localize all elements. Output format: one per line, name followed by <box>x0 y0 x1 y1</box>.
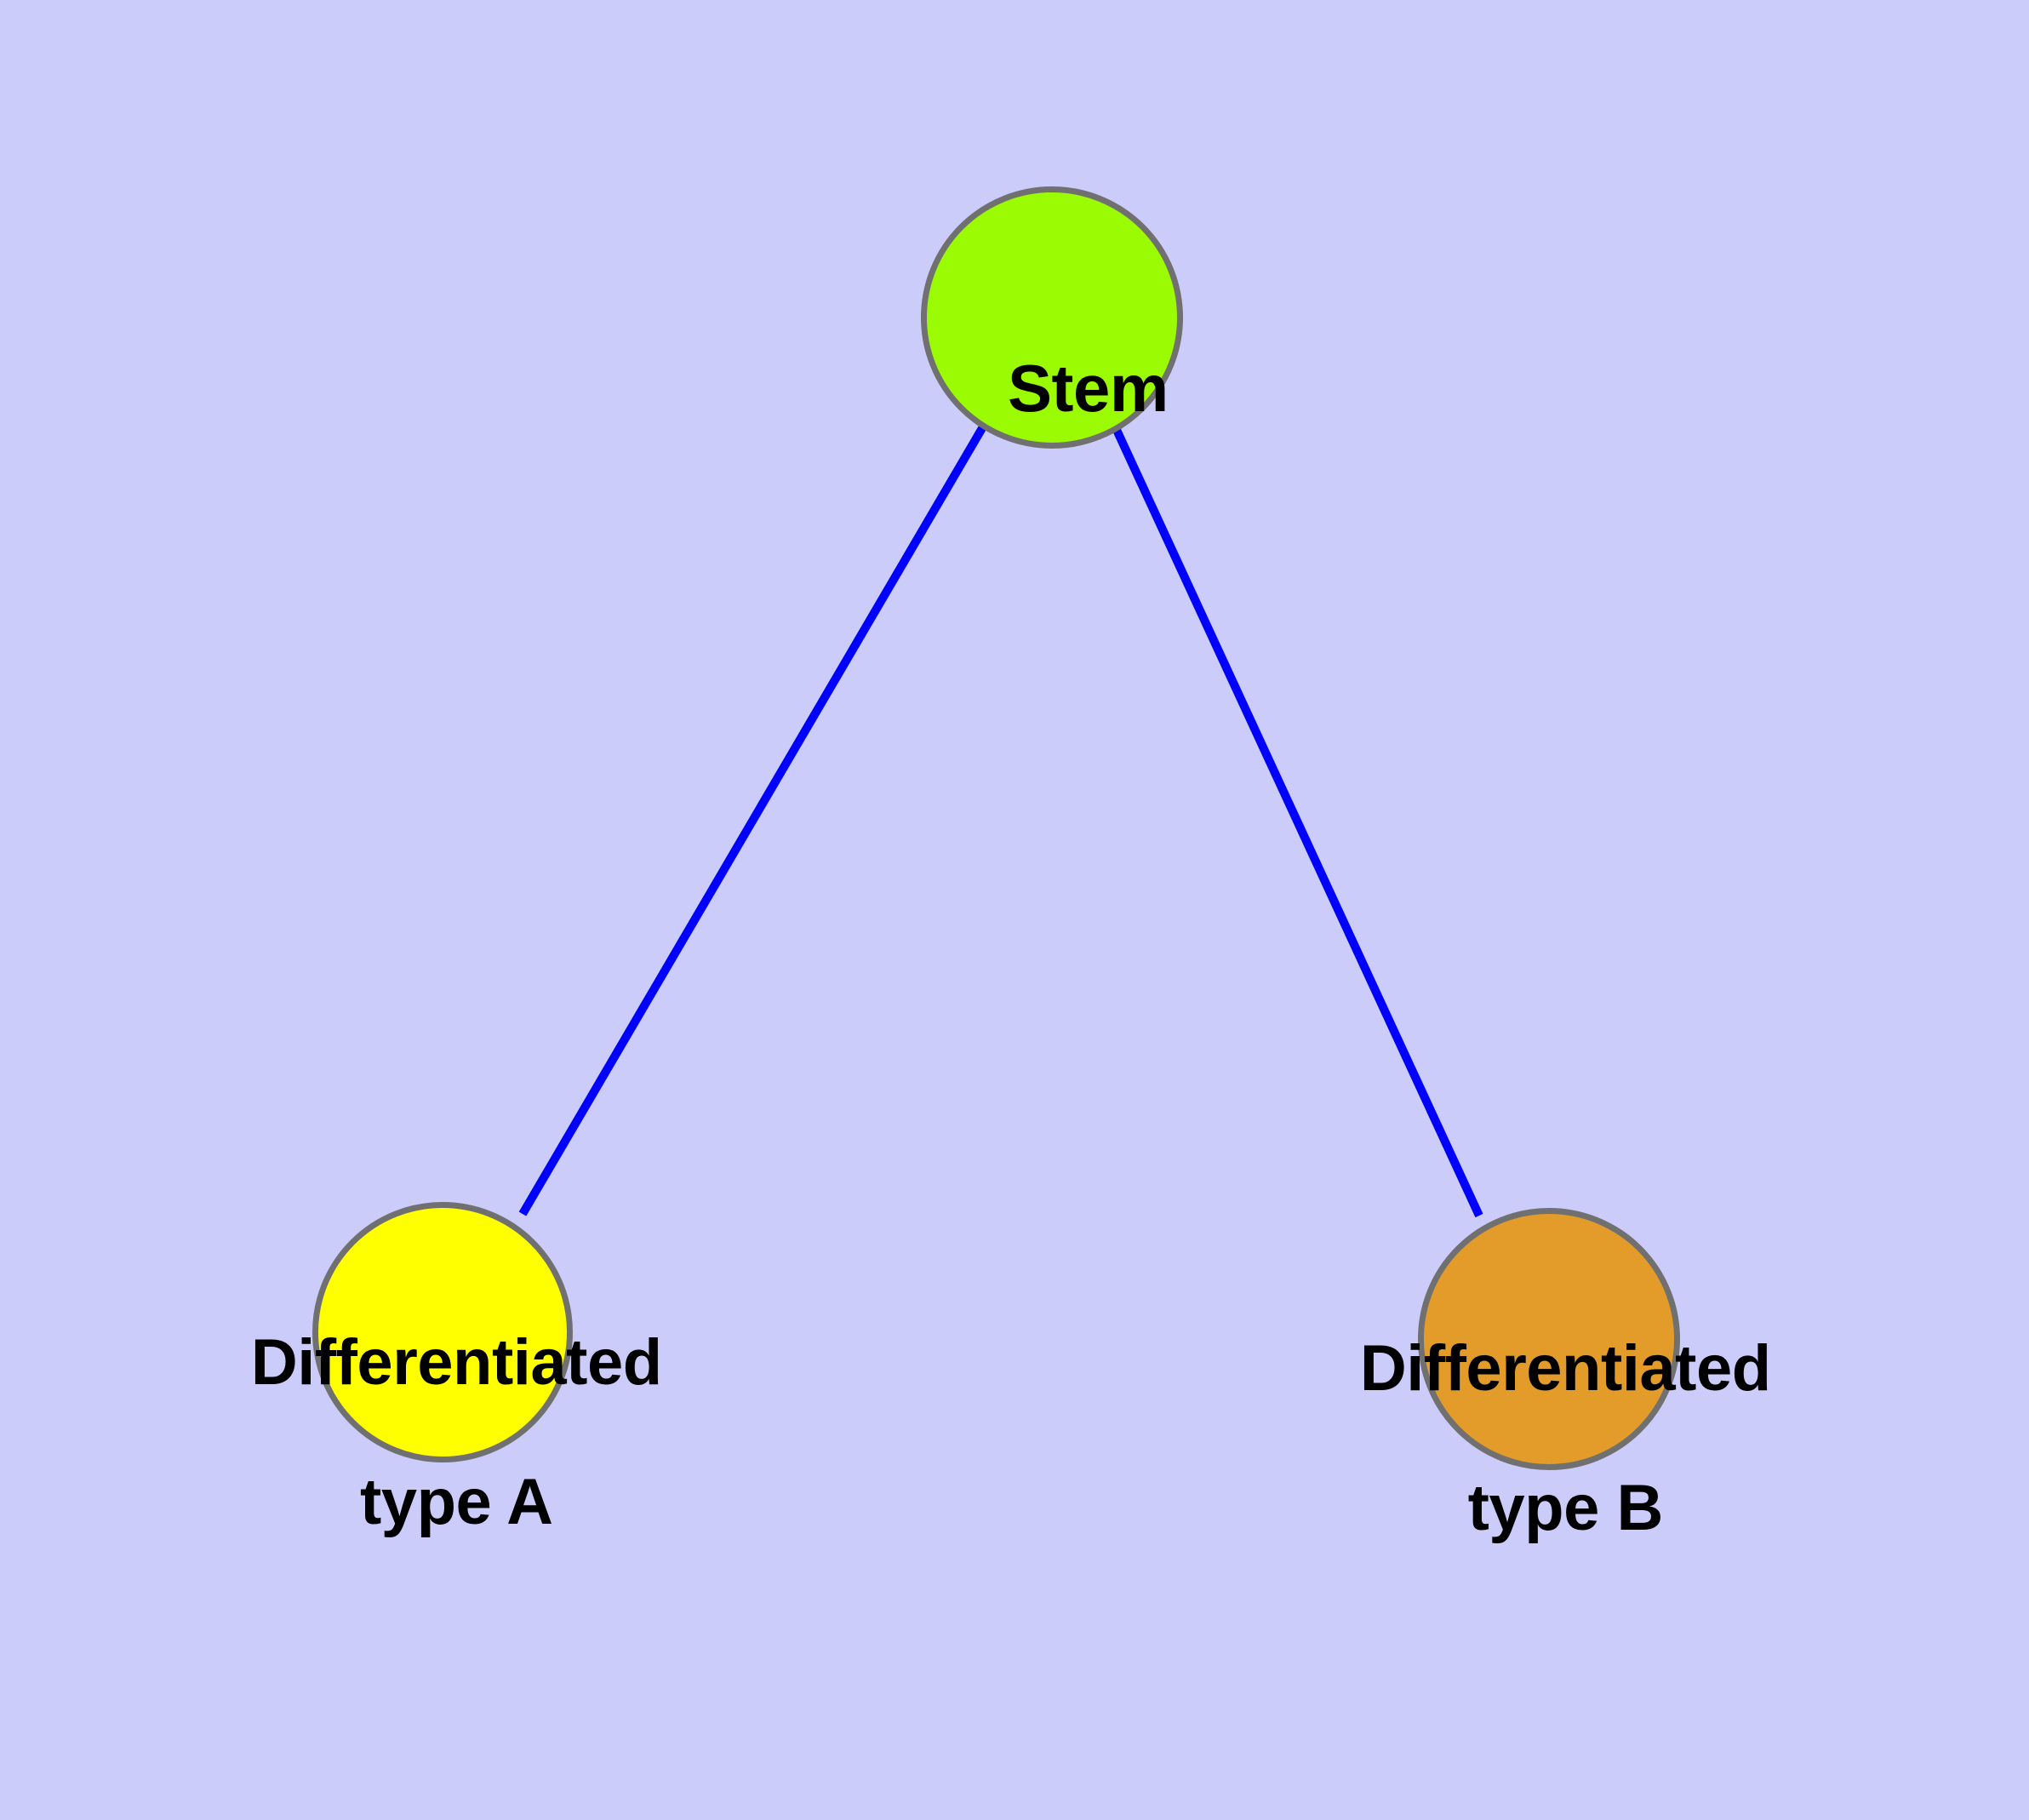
node-differentiated-type-b[interactable] <box>1418 1208 1680 1470</box>
node-label-differentiated-type-a-line1: Differentiated <box>250 1326 662 1399</box>
node-label-differentiated-type-a: Differentiated type A <box>166 1258 677 1607</box>
node-label-differentiated-type-a-line2: type A <box>360 1466 553 1539</box>
node-label-differentiated-type-b-line1: Differentiated <box>1359 1332 1771 1405</box>
node-label-differentiated-type-b: Differentiated type B <box>1275 1264 1786 1613</box>
node-differentiated-type-a[interactable] <box>312 1202 573 1462</box>
node-label-stem: Stem <box>924 281 1180 496</box>
node-label-stem-line1: Stem <box>1007 351 1169 426</box>
node-label-differentiated-type-b-line2: type B <box>1467 1472 1664 1545</box>
edge-stem-to-differentiated-type-a[interactable] <box>518 426 986 1216</box>
edge-stem-to-differentiated-type-b[interactable] <box>1112 427 1483 1218</box>
node-stem[interactable] <box>921 186 1183 449</box>
